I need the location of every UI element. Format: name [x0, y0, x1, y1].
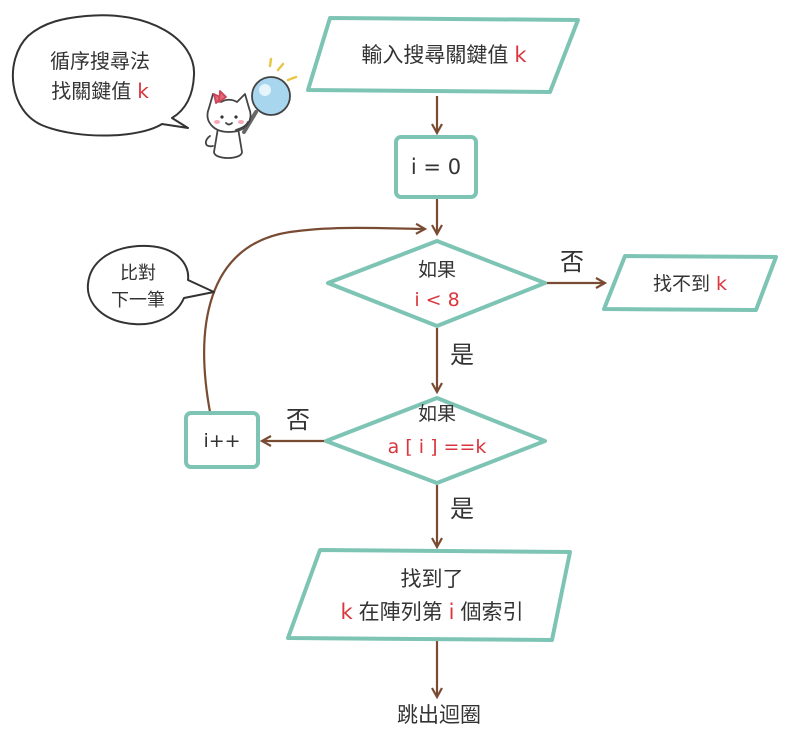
not-found-box: 找不到 k [602, 254, 778, 312]
increment-box: i++ [184, 411, 260, 469]
cat-with-magnifier-icon [204, 57, 298, 159]
input-box-var: k [514, 43, 527, 67]
label-yes-1: 是 [450, 341, 474, 369]
decision-2: 如果 a [ i ] ==k [324, 396, 547, 485]
loop-back-arrow [203, 228, 425, 413]
init-box-text: i = 0 [411, 155, 461, 179]
init-box: i = 0 [394, 135, 478, 199]
input-box-text: 輸入搜尋關鍵值 [361, 43, 508, 67]
found-line1: 找到了 [401, 567, 464, 591]
decision-2-line2: a [ i ] ==k [388, 436, 487, 458]
decision-1: 如果 i < 8 [326, 239, 547, 328]
bubble-top-var: k [137, 79, 149, 103]
not-found-text: 找不到 [653, 273, 710, 295]
connectors [203, 96, 605, 697]
found-var-i: i [449, 600, 455, 624]
not-found-var: k [716, 273, 727, 295]
decision-2-line1: 如果 [418, 403, 456, 425]
exit-text: 跳出迴圈 [397, 703, 481, 727]
found-text-b: 個索引 [461, 600, 524, 624]
found-text-a: 在陣列第 [359, 600, 443, 624]
found-var-k: k [340, 600, 353, 624]
decision-1-line2: i < 8 [414, 289, 459, 311]
label-no-2: 否 [286, 406, 310, 434]
bubble-top-line1: 循序搜尋法 [50, 49, 150, 73]
bubble-left-line1: 比對 [120, 263, 156, 284]
speech-bubble-left: 比對 下一筆 [86, 244, 215, 326]
label-yes-2: 是 [450, 495, 474, 523]
bubble-left-line2: 下一筆 [111, 290, 165, 311]
increment-text: i++ [203, 430, 240, 452]
label-no-1: 否 [560, 248, 584, 276]
bubble-top-line2: 找關鍵值 [51, 79, 131, 103]
decision-1-line1: 如果 [418, 259, 456, 281]
